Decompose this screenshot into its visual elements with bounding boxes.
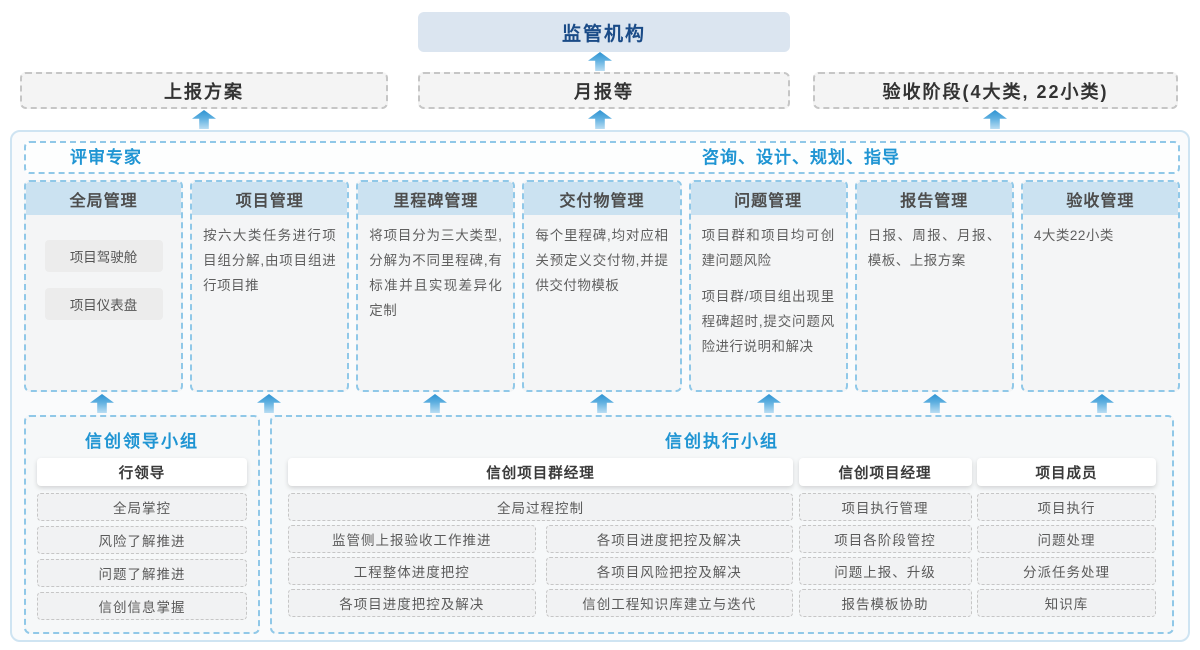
output-label: 验收阶段(4大类, 22小类) xyxy=(882,81,1109,102)
regulator-label: 监管机构 xyxy=(561,23,646,45)
column-title: 报告管理 xyxy=(856,182,1012,215)
column-title: 验收管理 xyxy=(1022,182,1178,215)
role-project-manager: 信创项目经理 项目执行管理 项目各阶段管控 问题上报、升级 报告模板协助 xyxy=(798,458,972,617)
leader-group-title: 信创领导小组 xyxy=(85,432,199,451)
column-global-management: 全局管理 项目驾驶舱 项目仪表盘 xyxy=(24,180,184,392)
column-issue-management: 问题管理 项目群和项目均可创建问题风险 项目群/项目组出现里程碑超时,提交问题风… xyxy=(688,180,848,392)
column-title: 问题管理 xyxy=(690,182,846,215)
duty-item: 项目执行管理 xyxy=(798,493,972,521)
duty-item: 全局掌控 xyxy=(37,493,247,521)
up-arrow-icon xyxy=(588,110,612,129)
duty-item: 分派任务处理 xyxy=(977,557,1156,585)
duty-item: 项目执行 xyxy=(977,493,1156,521)
output-box-acceptance-stage: 验收阶段(4大类, 22小类) xyxy=(813,72,1178,109)
duty-item: 问题了解推进 xyxy=(37,559,247,587)
regulator-box: 监管机构 xyxy=(418,12,790,52)
duty-item: 各项目进度把控及解决 xyxy=(545,525,793,553)
role-program-manager: 信创项目群经理 全局过程控制 监管侧上报验收工作推进 各项目进度把控及解决 工程… xyxy=(288,458,793,617)
duty-item: 各项目进度把控及解决 xyxy=(288,589,536,617)
duty-item: 报告模板协助 xyxy=(798,589,972,617)
up-arrow-icon xyxy=(588,52,612,71)
platform-container: 评审专家 咨询、设计、规划、指导 全局管理 项目驾驶舱 项目仪表盘 项目管理 按… xyxy=(10,130,1190,642)
column-description: 项目群/项目组出现里程碑超时,提交问题风险进行说明和解决 xyxy=(701,288,835,354)
consulting-label: 咨询、设计、规划、指导 xyxy=(702,148,900,167)
capability-columns: 全局管理 项目驾驶舱 项目仪表盘 项目管理 按六大类任务进行项目组分解,由项目组… xyxy=(24,180,1180,392)
column-milestone-management: 里程碑管理 将项目分为三大类型,分解为不同里程碑,有标准并且实现差异化定制 xyxy=(356,180,516,392)
duty-item: 问题处理 xyxy=(977,525,1156,553)
column-description: 将项目分为三大类型,分解为不同里程碑,有标准并且实现差异化定制 xyxy=(369,228,503,318)
up-arrow-icon xyxy=(423,394,447,413)
exec-group-title: 信创执行小组 xyxy=(665,432,779,451)
duty-item: 监管侧上报验收工作推进 xyxy=(288,525,536,553)
duty-item: 项目各阶段管控 xyxy=(798,525,972,553)
duty-item: 信创信息掌握 xyxy=(37,592,247,620)
duty-item: 风险了解推进 xyxy=(37,526,247,554)
up-arrow-icon xyxy=(192,110,216,129)
up-arrow-icon xyxy=(757,394,781,413)
column-deliverable-management: 交付物管理 每个里程碑,均对应相关预定义交付物,并提供交付物模板 xyxy=(522,180,682,392)
output-box-report-plan: 上报方案 xyxy=(20,72,388,109)
up-arrow-icon xyxy=(983,110,1007,129)
feature-pill: 项目仪表盘 xyxy=(44,288,163,320)
duty-item: 工程整体进度把控 xyxy=(288,557,536,585)
column-title: 里程碑管理 xyxy=(358,182,514,215)
column-title: 全局管理 xyxy=(26,182,182,215)
review-experts-label: 评审专家 xyxy=(70,148,142,167)
column-description: 项目群和项目均可创建问题风险 xyxy=(701,228,835,268)
duty-item: 问题上报、升级 xyxy=(798,557,972,585)
column-description: 每个里程碑,均对应相关预定义交付物,并提供交付物模板 xyxy=(535,228,669,293)
role-pill-bank-leader: 行领导 xyxy=(37,458,247,486)
up-arrow-icon xyxy=(923,394,947,413)
exec-group: 信创执行小组 信创项目群经理 全局过程控制 监管侧上报验收工作推进 各项目进度把… xyxy=(270,415,1174,634)
role-pill-project-member: 项目成员 xyxy=(977,458,1156,486)
output-label: 上报方案 xyxy=(164,81,244,102)
duty-item: 全局过程控制 xyxy=(288,493,793,521)
column-description: 4大类22小类 xyxy=(1033,228,1114,243)
feature-pill: 项目驾驶舱 xyxy=(44,240,163,272)
column-report-management: 报告管理 日报、周报、月报、模板、上报方案 xyxy=(854,180,1014,392)
duty-item: 知识库 xyxy=(977,589,1156,617)
up-arrow-icon xyxy=(257,394,281,413)
output-label: 月报等 xyxy=(574,81,634,102)
up-arrow-icon xyxy=(1090,394,1114,413)
column-description: 日报、周报、月报、模板、上报方案 xyxy=(867,228,1001,268)
role-pill-program-manager: 信创项目群经理 xyxy=(288,458,793,486)
column-description: 按六大类任务进行项目组分解,由项目组进行项目推 xyxy=(203,228,337,293)
column-project-management: 项目管理 按六大类任务进行项目组分解,由项目组进行项目推 xyxy=(190,180,350,392)
duty-item: 各项目风险把控及解决 xyxy=(545,557,793,585)
expert-header-strip: 评审专家 咨询、设计、规划、指导 xyxy=(24,141,1180,174)
leader-group: 信创领导小组 行领导 全局掌控 风险了解推进 问题了解推进 信创信息掌握 xyxy=(24,415,260,634)
role-pill-project-manager: 信创项目经理 xyxy=(798,458,972,486)
duty-item: 信创工程知识库建立与迭代 xyxy=(545,589,793,617)
output-box-monthly-report: 月报等 xyxy=(418,72,790,109)
column-acceptance-management: 验收管理 4大类22小类 xyxy=(1020,180,1180,392)
role-project-member: 项目成员 项目执行 问题处理 分派任务处理 知识库 xyxy=(977,458,1156,617)
column-title: 交付物管理 xyxy=(524,182,680,215)
up-arrow-icon xyxy=(90,394,114,413)
column-title: 项目管理 xyxy=(192,182,348,215)
up-arrow-icon xyxy=(590,394,614,413)
